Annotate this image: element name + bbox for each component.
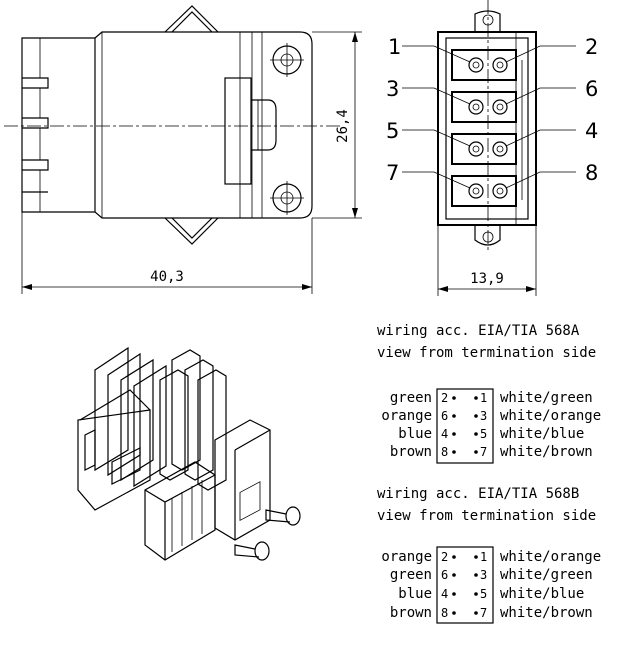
contact-pair-2 [451, 91, 517, 123]
wiring-568b-left-pin-2: 4 [441, 587, 448, 601]
wiring-568a-pin-box [436, 388, 494, 464]
wiring-568a-right-color-1: white/orange [500, 408, 601, 424]
pin-callout-1: 1 [388, 35, 401, 59]
wiring-568b-left-color-3: brown [390, 605, 432, 621]
side-view-screw-bottom [270, 181, 304, 215]
wiring-568a-right-pin-0: 1 [480, 391, 487, 405]
wiring-568b-left-pin-3: 8 [441, 606, 448, 620]
side-view-top-clip [164, 5, 219, 33]
pin-callout-4: 4 [585, 119, 598, 143]
isometric-view [77, 346, 301, 561]
wiring-568a-left-color-3: brown [390, 444, 432, 460]
wiring-568b: wiring acc. EIA/TIA 568B view from termi… [377, 486, 601, 624]
wiring-568a-dot [452, 396, 456, 400]
wiring-568b-right-pin-0: 1 [480, 550, 487, 564]
wiring-568b-left-pin-0: 2 [441, 550, 448, 564]
front-view-body [437, 31, 537, 226]
wiring-568a-left-pin-0: 2 [441, 391, 448, 405]
pin-callout-8: 8 [585, 161, 598, 185]
wiring-568a-left-pin-2: 4 [441, 427, 448, 441]
wiring-568a-right-pin-2: 5 [480, 427, 487, 441]
pin-callout-3: 3 [386, 77, 399, 101]
wiring-568b-title: wiring acc. EIA/TIA 568B [377, 486, 579, 502]
wiring-568b-right-pin-2: 5 [480, 587, 487, 601]
wiring-568a-left-color-1: orange [381, 408, 432, 424]
wiring-568b-subtitle: view from termination side [377, 508, 596, 524]
pin-callout-5: 5 [386, 119, 399, 143]
contact-pair-4 [451, 175, 517, 207]
side-view-prongs [22, 77, 49, 193]
wiring-568a-right-pin-1: 3 [480, 409, 487, 423]
wiring-568a-left-color-2: blue [398, 426, 432, 442]
isometric-screw-1 [265, 506, 301, 526]
wiring-568b-right-color-0: white/orange [500, 549, 601, 565]
height-dimension: 26,4 [335, 109, 351, 143]
pin-callout-2: 2 [585, 35, 598, 59]
pin-callout-7: 7 [386, 161, 399, 185]
wiring-568b-left-pin-1: 6 [441, 568, 448, 582]
wiring-568a-right-color-0: white/green [500, 390, 593, 406]
wiring-568b-left-color-0: orange [381, 549, 432, 565]
front-view-bottom-tab [474, 225, 501, 246]
wiring-568a-right-color-2: white/blue [500, 426, 584, 442]
front-view-top-tab [474, 10, 501, 32]
wiring-568a-left-color-0: green [390, 390, 432, 406]
wiring-568b-right-pin-1: 3 [480, 568, 487, 582]
front-view: 1 2 3 6 5 4 7 8 13,9 [386, 0, 598, 296]
wiring-568b-left-color-1: green [390, 567, 432, 583]
depth-dimension: 13,9 [470, 271, 504, 287]
wiring-568a-left-pin-1: 6 [441, 409, 448, 423]
isometric-screw-2 [234, 541, 270, 561]
wiring-568a-right-color-3: white/brown [500, 444, 593, 460]
wiring-568b-right-color-2: white/blue [500, 586, 584, 602]
wiring-568b-right-pin-3: 7 [480, 606, 487, 620]
wiring-568b-pin-box [436, 546, 494, 624]
contact-pair-1 [451, 49, 517, 81]
side-view-left-body [21, 37, 95, 213]
contact-pair-3 [451, 133, 517, 165]
side-view-main-body [94, 31, 313, 219]
wiring-568a-subtitle: view from termination side [377, 345, 596, 361]
side-view-latch-window [224, 77, 252, 185]
side-view-screw-top [270, 43, 304, 77]
wiring-568a-left-pin-3: 8 [441, 445, 448, 459]
wiring-568b-left-color-2: blue [398, 586, 432, 602]
width-dimension: 40,3 [150, 269, 184, 285]
wiring-568b-right-color-1: white/green [500, 567, 593, 583]
side-view: 26,4 40,3 [4, 5, 362, 294]
wiring-568a: wiring acc. EIA/TIA 568A view from termi… [377, 323, 601, 464]
callout-leaders [402, 45, 576, 189]
side-view-bottom-clip [164, 217, 219, 245]
wiring-568a-right-pin-3: 7 [480, 445, 487, 459]
wiring-568b-right-color-3: white/brown [500, 605, 593, 621]
pin-callout-6: 6 [585, 77, 598, 101]
wiring-568a-title: wiring acc. EIA/TIA 568A [377, 323, 580, 339]
